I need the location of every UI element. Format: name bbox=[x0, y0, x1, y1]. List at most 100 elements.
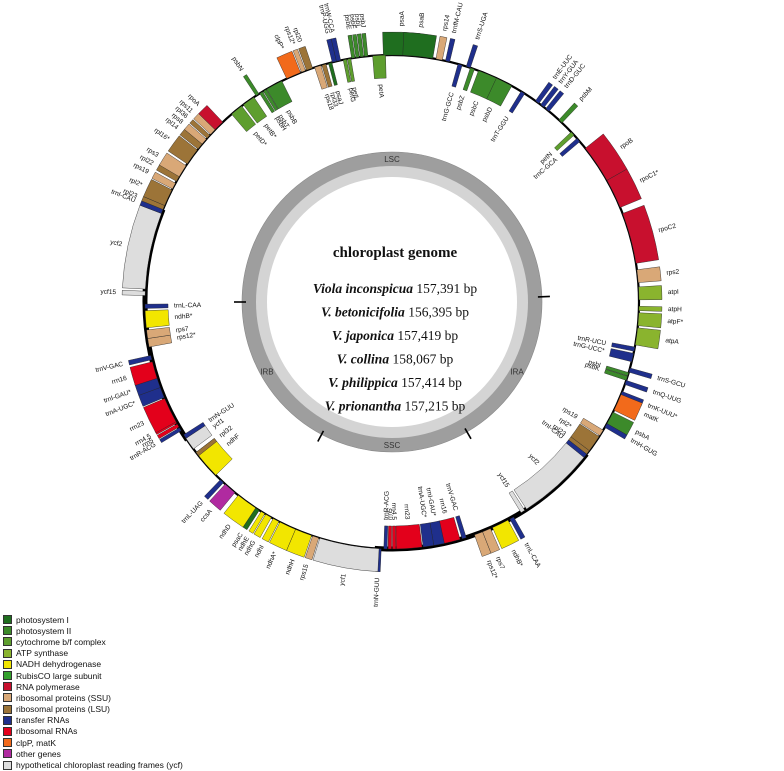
legend-item-oth: other genes bbox=[3, 748, 183, 759]
legend-swatch-rrn bbox=[3, 727, 12, 736]
gene-label-trnt-ggu: trnT-GGU bbox=[490, 115, 511, 143]
gene-label-ycf1: ycf1 bbox=[339, 573, 348, 586]
legend-label-oth: other genes bbox=[16, 749, 61, 759]
gene-label-psaa: psaA bbox=[398, 10, 406, 26]
legend-item-rrn: ribosomal RNAs bbox=[3, 726, 183, 737]
gene-label-rrn23: rrn23 bbox=[402, 504, 410, 520]
gene-label-trns-uga: trnS-UGA bbox=[474, 11, 490, 41]
gene-label-rpoc2: rpoC2 bbox=[658, 223, 677, 234]
gene-label-psbn: psbN bbox=[230, 56, 244, 73]
gene-label-psbm: psbM bbox=[578, 86, 594, 103]
gene-label-clpp: clpP* bbox=[272, 33, 285, 50]
gene-block-ycf2 bbox=[514, 443, 584, 509]
gene-label-ndhh: ndhH bbox=[284, 558, 296, 575]
legend-swatch-ycf bbox=[3, 761, 12, 770]
legend-item-trn: transfer RNAs bbox=[3, 715, 183, 726]
gene-block-ycf2 bbox=[122, 205, 161, 289]
genome-line-5: V. prionantha 157,215 bp bbox=[325, 399, 466, 414]
gene-block-atph bbox=[639, 306, 662, 311]
gene-label-trnr-acg: trnR-ACG bbox=[383, 491, 391, 520]
genome-species-2: V. japonica bbox=[332, 328, 394, 343]
legend-label-psb: photosystem II bbox=[16, 626, 71, 636]
gene-label-trng-gcc: trnG-GCC bbox=[441, 91, 456, 122]
genome-species-4: V. philippica bbox=[328, 375, 398, 390]
legend-label-psa: photosystem I bbox=[16, 615, 69, 625]
gene-label-trnl-caa: trnL-CAA bbox=[523, 542, 543, 570]
legend-item-pet: cytochrome b/f complex bbox=[3, 636, 183, 647]
gene-label-ndha: ndhA* bbox=[265, 550, 279, 570]
legend-item-atp: ATP synthase bbox=[3, 648, 183, 659]
gene-block-psbn bbox=[243, 75, 259, 96]
gene-label-rpoc1: rpoC1* bbox=[639, 169, 661, 184]
genome-line-3: V. collina 158,067 bp bbox=[337, 352, 454, 367]
gene-label-trnfm-cau: trnfM-CAU bbox=[451, 2, 465, 34]
genome-line-4: V. philippica 157,414 bp bbox=[328, 375, 462, 390]
gene-block-rrn23 bbox=[396, 524, 422, 549]
legend-swatch-clp bbox=[3, 738, 12, 747]
gene-block-psbm bbox=[559, 103, 578, 123]
gene-block-psab bbox=[403, 32, 437, 58]
gene-block-ycf15 bbox=[122, 290, 145, 295]
gene-block-rps14 bbox=[436, 36, 447, 60]
genome-size-4: 157,414 bp bbox=[398, 375, 462, 390]
gene-block-ndhb bbox=[145, 310, 169, 328]
legend-swatch-ndh bbox=[3, 660, 12, 669]
legend-label-rpo: RNA polymerase bbox=[16, 682, 80, 692]
gene-label-atpa: atpA bbox=[665, 337, 680, 346]
legend-swatch-ssu bbox=[3, 693, 12, 702]
gene-block-trnfm-cau bbox=[445, 38, 455, 61]
gene-label-petd: petD* bbox=[252, 131, 268, 149]
legend-swatch-trn bbox=[3, 716, 12, 725]
gene-block-rpoc2 bbox=[623, 205, 659, 263]
gene-label-trnl-caa: trnL-CAA bbox=[174, 302, 202, 309]
legend-label-pet: cytochrome b/f complex bbox=[16, 637, 106, 647]
gene-block-trnr-acg bbox=[384, 526, 388, 549]
legend-item-psa: photosystem I bbox=[3, 614, 183, 625]
legend-label-clp: clpP, matK bbox=[16, 738, 56, 748]
genome-size-2: 157,419 bp bbox=[394, 328, 458, 343]
genome-species-3: V. collina bbox=[337, 352, 390, 367]
gene-label-petb: petB* bbox=[262, 123, 277, 141]
legend-label-ssu: ribosomal proteins (SSU) bbox=[16, 693, 111, 703]
legend-swatch-psb bbox=[3, 626, 12, 635]
region-label-ira: IRA bbox=[510, 367, 524, 376]
gene-label-trnv-gac: trnV-GAC bbox=[95, 361, 124, 374]
gene-block-trnq-uug bbox=[625, 380, 648, 392]
gene-label-atpf: atpF* bbox=[667, 318, 684, 326]
gene-block-trns-gcu bbox=[629, 368, 652, 379]
gene-label-ndhd: ndhD bbox=[218, 523, 233, 540]
gene-block-peta bbox=[373, 55, 387, 79]
genome-line-0: Viola inconspicua 157,391 bp bbox=[313, 281, 478, 296]
gene-block-rrn4-5 bbox=[392, 526, 395, 549]
gene-label-psbz: psbZ bbox=[455, 95, 466, 111]
gene-label-trnq-uug: trnQ-UUG bbox=[652, 389, 682, 405]
genome-species-0: Viola inconspicua bbox=[313, 281, 413, 296]
gene-label-psbd: psbD bbox=[481, 106, 494, 123]
legend-item-ssu: ribosomal proteins (SSU) bbox=[3, 692, 183, 703]
gene-label-trnh-gug: trnH-GUG bbox=[629, 437, 658, 458]
genome-species-5: V. prionantha bbox=[325, 399, 402, 414]
gene-label-rrn16: rrn16 bbox=[111, 375, 128, 386]
gene-block-ycf1 bbox=[313, 538, 379, 571]
genome-size-3: 158,067 bp bbox=[389, 352, 453, 367]
legend-swatch-atp bbox=[3, 649, 12, 658]
gene-block-rps2 bbox=[637, 267, 661, 283]
genome-size-5: 157,215 bp bbox=[401, 399, 465, 414]
genome-size-1: 156,395 bp bbox=[405, 305, 469, 320]
legend-swatch-lsu bbox=[3, 705, 12, 714]
legend-swatch-psa bbox=[3, 615, 12, 624]
legend-swatch-oth bbox=[3, 749, 12, 758]
gene-label-rpl16: rpl16* bbox=[153, 127, 171, 143]
gene-block-trns-uga bbox=[466, 44, 477, 67]
legend-item-psb: photosystem II bbox=[3, 625, 183, 636]
gene-label-psab: psaB bbox=[418, 12, 427, 28]
legend-label-ycf: hypothetical chloroplast reading frames … bbox=[16, 760, 183, 770]
gene-label-rpl2: rpl2* bbox=[128, 177, 144, 189]
region-label-ssc: SSC bbox=[384, 441, 401, 450]
gene-label-rrn16: rrn16 bbox=[437, 498, 448, 515]
legend-item-rpo: RNA polymerase bbox=[3, 681, 183, 692]
gene-label-rps14: rps14 bbox=[441, 14, 451, 32]
region-label-irb: IRB bbox=[260, 367, 273, 376]
